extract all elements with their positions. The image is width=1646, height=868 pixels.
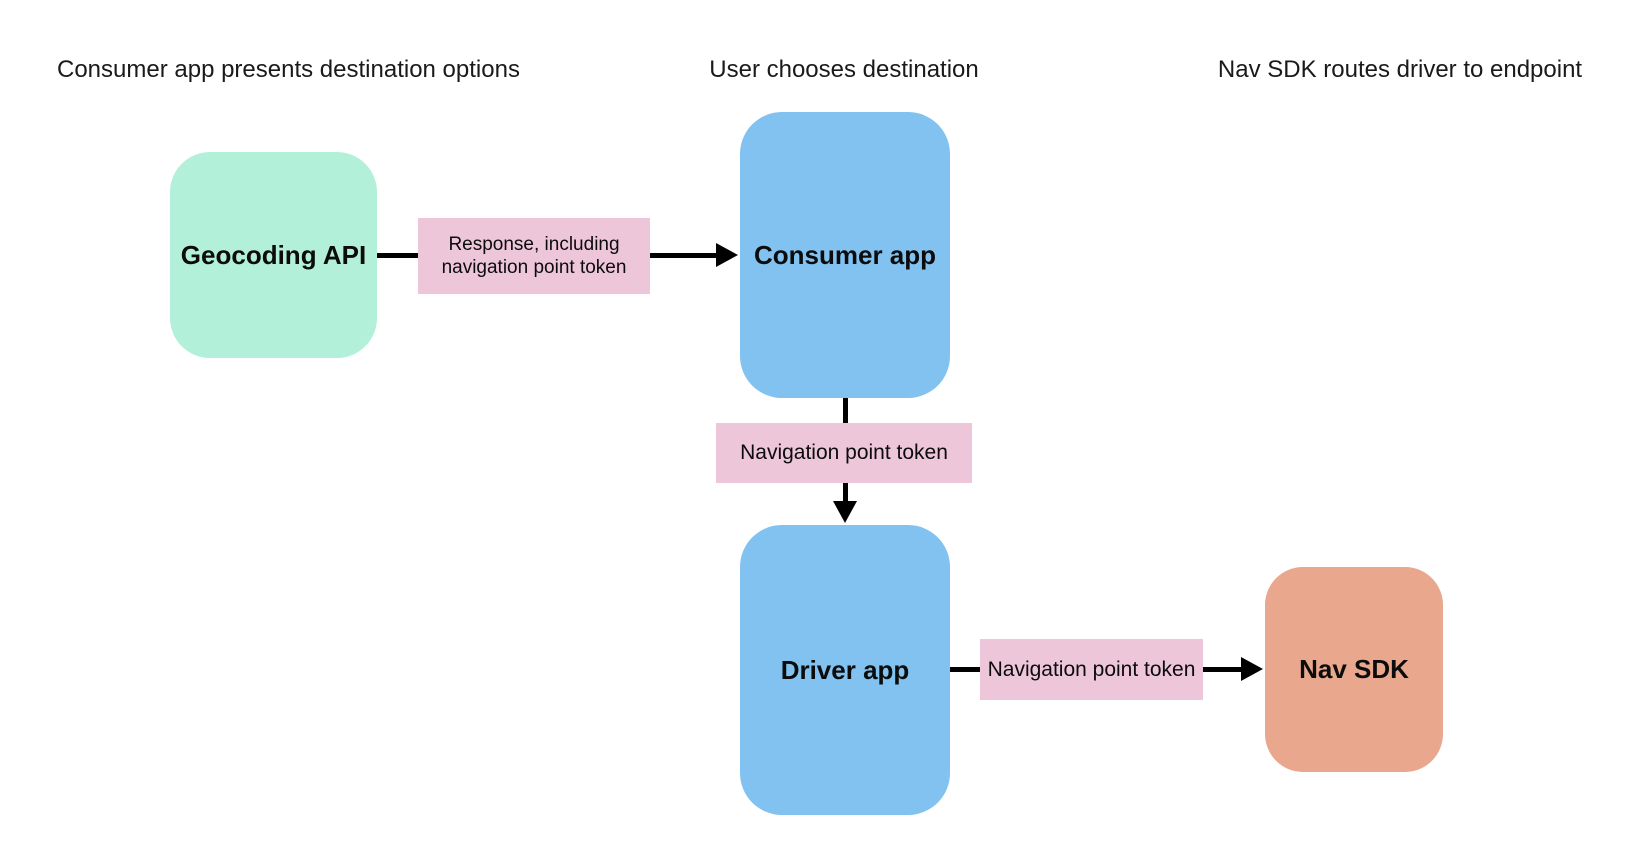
edge-label-navigation-point-token-consumer-driver-text: Navigation point token xyxy=(740,441,948,464)
edge-label-navigation-point-token-driver-navsdk-text: Navigation point token xyxy=(987,657,1196,681)
column-header-user-chooses: User chooses destination xyxy=(709,56,979,83)
connector-geocoding-to-response-label xyxy=(377,253,418,258)
connector-response-label-to-consumer xyxy=(650,253,717,258)
node-geocoding-api-label: Geocoding API xyxy=(180,239,367,270)
node-driver-app: Driver app xyxy=(740,525,950,815)
connector-token-label-to-navsdk xyxy=(1203,667,1242,672)
edge-label-navigation-point-token-driver-navsdk: Navigation point token xyxy=(980,639,1203,700)
node-nav-sdk: Nav SDK xyxy=(1265,567,1443,772)
node-geocoding-api: Geocoding API xyxy=(170,152,377,358)
node-consumer-app: Consumer app xyxy=(740,112,950,398)
arrowhead-right-icon xyxy=(1241,657,1263,681)
connector-driver-to-token-label xyxy=(950,667,980,672)
node-driver-app-label: Driver app xyxy=(780,654,910,685)
edge-label-response-including-token: Response, including navigation point tok… xyxy=(418,218,650,294)
node-nav-sdk-label: Nav SDK xyxy=(1299,654,1409,684)
edge-label-navigation-point-token-consumer-driver: Navigation point token xyxy=(716,423,972,483)
connector-consumer-to-token-label xyxy=(843,398,848,423)
edge-label-response-including-token-text: Response, including navigation point tok… xyxy=(441,233,627,278)
column-header-navsdk-routes: Nav SDK routes driver to endpoint xyxy=(1217,56,1583,83)
column-header-consumer-presents: Consumer app presents destination option… xyxy=(57,56,520,83)
arrowhead-down-icon xyxy=(833,501,857,523)
node-consumer-app-label: Consumer app xyxy=(753,239,937,270)
connector-token-label-to-driver xyxy=(843,483,848,503)
arrowhead-right-icon xyxy=(716,243,738,267)
